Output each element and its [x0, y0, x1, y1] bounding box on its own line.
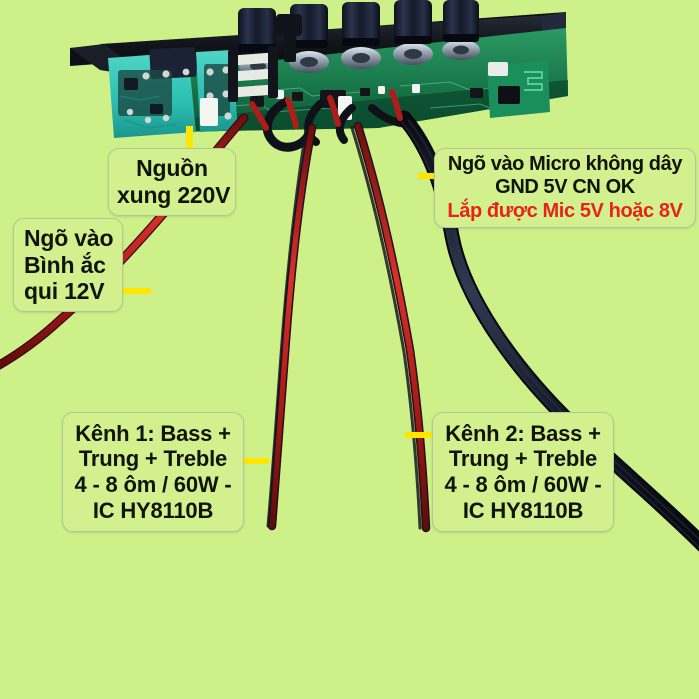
- channel-1-speaker-wire: [266, 123, 317, 531]
- callout-line-warning: Lắp được Mic 5V hoặc 8V: [447, 199, 683, 222]
- callout-nguon-xung: Nguồn xung 220V: [108, 148, 236, 216]
- board-red-wire-stubs: [249, 89, 403, 131]
- channel-2-speaker-wire: [350, 121, 431, 533]
- callout-line: Nguồn: [136, 155, 208, 182]
- bluetooth-module: [487, 60, 550, 118]
- smps-power-module: [108, 46, 238, 138]
- callout-line: Bình ắc: [24, 251, 106, 278]
- rotary-knob: [238, 8, 276, 52]
- pointer-arrow-micro-icon: [418, 173, 440, 179]
- callout-line: xung 220V: [117, 182, 231, 208]
- pointer-arrow-nguon-xung-icon: [186, 126, 193, 151]
- callout-line: Kênh 2: Bass +: [445, 420, 601, 446]
- callout-line: Ngõ vào: [24, 224, 114, 251]
- callout-binh-ac: Ngõ vào Bình ắc qui 12V: [13, 218, 123, 312]
- terminal-connectors: [200, 14, 352, 126]
- callout-line: Kênh 1: Bass +: [75, 420, 231, 446]
- callout-line: 4 - 8 ôm / 60W -: [74, 472, 232, 497]
- rotary-knob: [394, 0, 432, 44]
- callout-micro-input: Ngõ vào Micro không dây GND 5V CN OK Lắp…: [434, 148, 696, 228]
- callout-line: IC HY8110B: [462, 497, 584, 523]
- callout-line: 4 - 8 ôm / 60W -: [444, 472, 602, 497]
- pointer-arrow-binh-ac-icon: [123, 288, 151, 294]
- rotary-knob: [342, 2, 380, 46]
- pointer-arrow-kenh1-icon: [241, 458, 269, 464]
- callout-line: qui 12V: [24, 278, 105, 305]
- callout-line: Trung + Treble: [448, 446, 598, 472]
- callout-line: Trung + Treble: [78, 446, 228, 472]
- callout-line: Ngõ vào Micro không dây: [447, 152, 683, 175]
- callout-line: GND 5V CN OK: [495, 176, 635, 199]
- callout-kenh-2: Kênh 2: Bass + Trung + Treble 4 - 8 ôm /…: [432, 412, 614, 532]
- callout-line: IC HY8110B: [92, 497, 214, 523]
- rotary-knob: [443, 0, 479, 42]
- callout-kenh-1: Kênh 1: Bass + Trung + Treble 4 - 8 ôm /…: [62, 412, 244, 532]
- pointer-arrow-kenh2-icon: [405, 432, 433, 438]
